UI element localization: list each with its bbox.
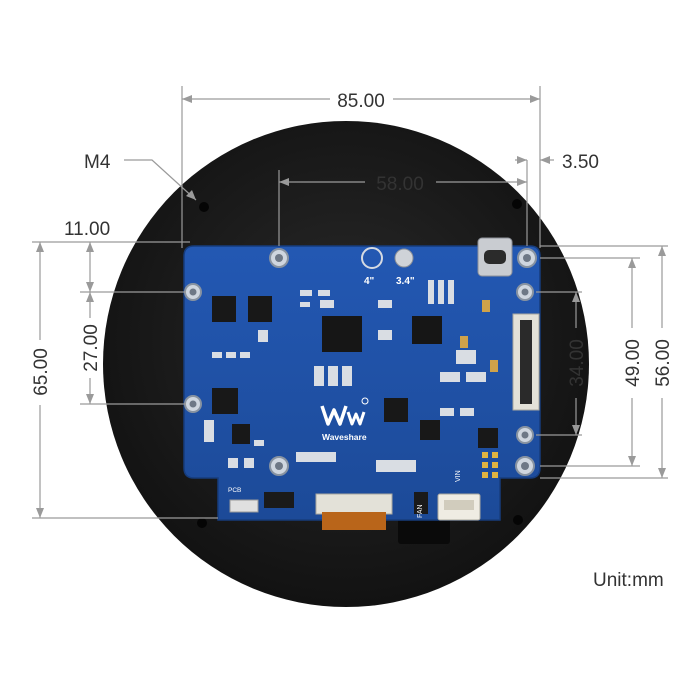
dim-right-offset: 3.50: [562, 152, 599, 173]
small-chip: [232, 424, 250, 444]
fan-label: FAN: [417, 504, 424, 518]
vin-label: VIN: [455, 470, 462, 482]
display-mount-hole: [197, 518, 207, 528]
power-ic: [384, 398, 408, 422]
usb-c-opening: [484, 250, 506, 264]
dim-left-hole-span: 27.00: [81, 324, 102, 372]
jst-connector-pins: [444, 500, 474, 510]
size-label-b: 3.4": [396, 276, 415, 287]
inductor: [248, 296, 272, 322]
pcb-mount-holes: [184, 248, 537, 476]
dim-right-hole-span-inner: 34.00: [567, 339, 588, 387]
driver-board-pcb: [183, 245, 541, 521]
dim-hole-span-horizontal: 58.00: [376, 174, 424, 195]
hole-thread-label: M4: [84, 152, 111, 173]
dim-top-width: 85.00: [337, 91, 385, 112]
dim-left-offset: 11.00: [64, 219, 110, 240]
size-label-a: 4": [364, 276, 375, 287]
display-mount-hole: [199, 202, 209, 212]
dim-right-hole-span-mid: 49.00: [623, 339, 644, 387]
dim-right-overall-height: 56.00: [653, 339, 674, 387]
dip-label: PCB: [228, 487, 241, 494]
unit-label: Unit:mm: [593, 570, 664, 591]
display-mount-hole: [512, 199, 522, 209]
fpc-connector-slot: [520, 320, 532, 404]
capacitor-outline: [361, 247, 383, 269]
brand-label: Waveshare: [322, 432, 367, 442]
display-mount-hole: [513, 515, 523, 525]
ribbon-cable: [322, 512, 386, 530]
smd-components: [204, 280, 486, 472]
dip-switch: [264, 492, 294, 508]
small-chip: [478, 428, 498, 448]
dimension-arrows: [36, 95, 666, 518]
button: [229, 499, 259, 513]
bottom-fpc-connector: [315, 493, 393, 515]
main-controller-chip: [322, 316, 362, 352]
capacitors: [460, 300, 498, 372]
inductor: [212, 296, 236, 322]
buzzer: [394, 248, 414, 268]
fan-header: [414, 492, 428, 514]
header-pins: [482, 452, 498, 478]
waveshare-logo: [320, 397, 369, 426]
dim-left-overall-height: 65.00: [31, 348, 52, 396]
regulator-chip: [212, 388, 238, 414]
inductor-small: [420, 420, 440, 440]
secondary-chip: [412, 316, 442, 344]
